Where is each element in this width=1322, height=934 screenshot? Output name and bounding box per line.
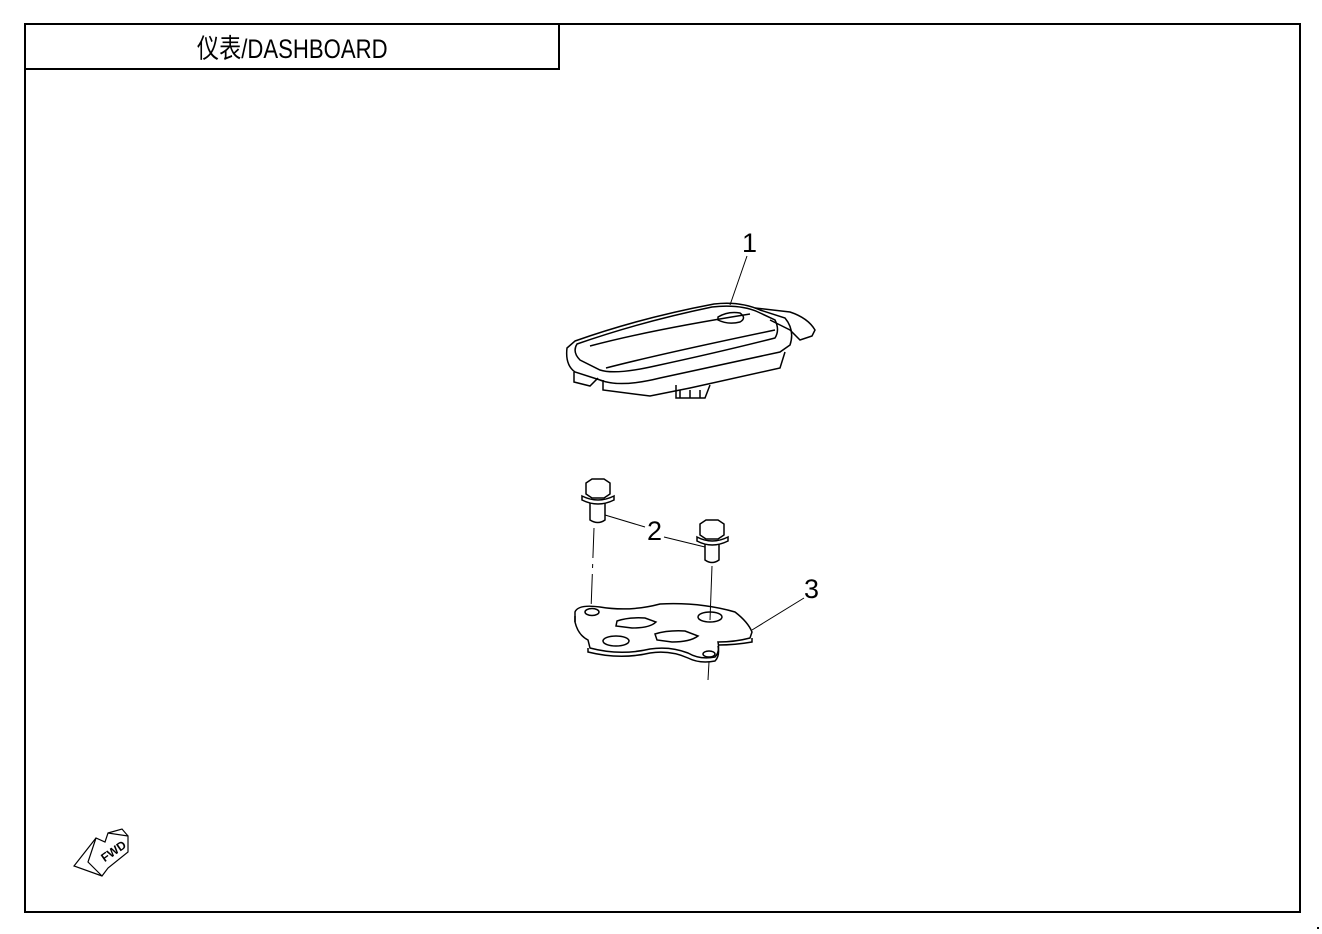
drawing-frame (24, 23, 1301, 913)
page-title: 仪表/DASHBOARD (196, 34, 388, 64)
bracket-part (574, 602, 753, 681)
leader-line-1 (729, 255, 748, 306)
callout-1: 1 (742, 228, 757, 258)
leader-line-3 (751, 597, 805, 631)
title-box: 仪表/DASHBOARD (24, 23, 560, 70)
callout-3: 3 (804, 574, 819, 604)
dashboard-part (565, 302, 816, 399)
callout-2: 2 (647, 516, 662, 546)
leader-line-2 (604, 514, 706, 548)
bolt-right (696, 519, 729, 621)
fwd-arrow-icon: FWD (73, 828, 129, 877)
bolt-left (581, 478, 615, 611)
corner-mark (1317, 927, 1319, 929)
